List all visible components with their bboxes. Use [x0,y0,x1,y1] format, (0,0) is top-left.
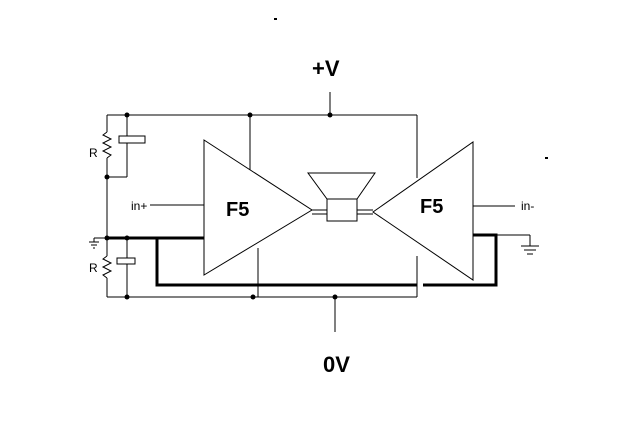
upper-resistor [101,131,113,159]
supply-positive-label: +V [312,56,340,81]
right-amplifier-label: F5 [420,196,443,218]
lower-resistor [101,255,113,279]
junction-supply [327,112,333,118]
junction-upper-rc [104,174,110,180]
lower-right-bus [423,233,498,287]
stray-mark-right [545,157,548,159]
lower-capacitor [116,257,136,265]
speaker-coil [326,198,358,222]
input-positive-label: in+ [131,199,147,213]
upper-capacitor [118,135,146,144]
left-amplifier-label: F5 [226,199,249,221]
lower-left-bus [155,238,417,287]
right-amplifier [372,141,474,281]
supply-zero-label: 0V [323,352,350,377]
speaker-cone [307,172,376,200]
upper-resistor-label: R [89,146,98,160]
input-negative-label: in- [521,199,534,213]
stray-mark-top [274,18,277,20]
left-amplifier [203,139,313,276]
junction-left-amp-bottom [250,294,256,300]
lower-resistor-label: R [89,261,98,275]
